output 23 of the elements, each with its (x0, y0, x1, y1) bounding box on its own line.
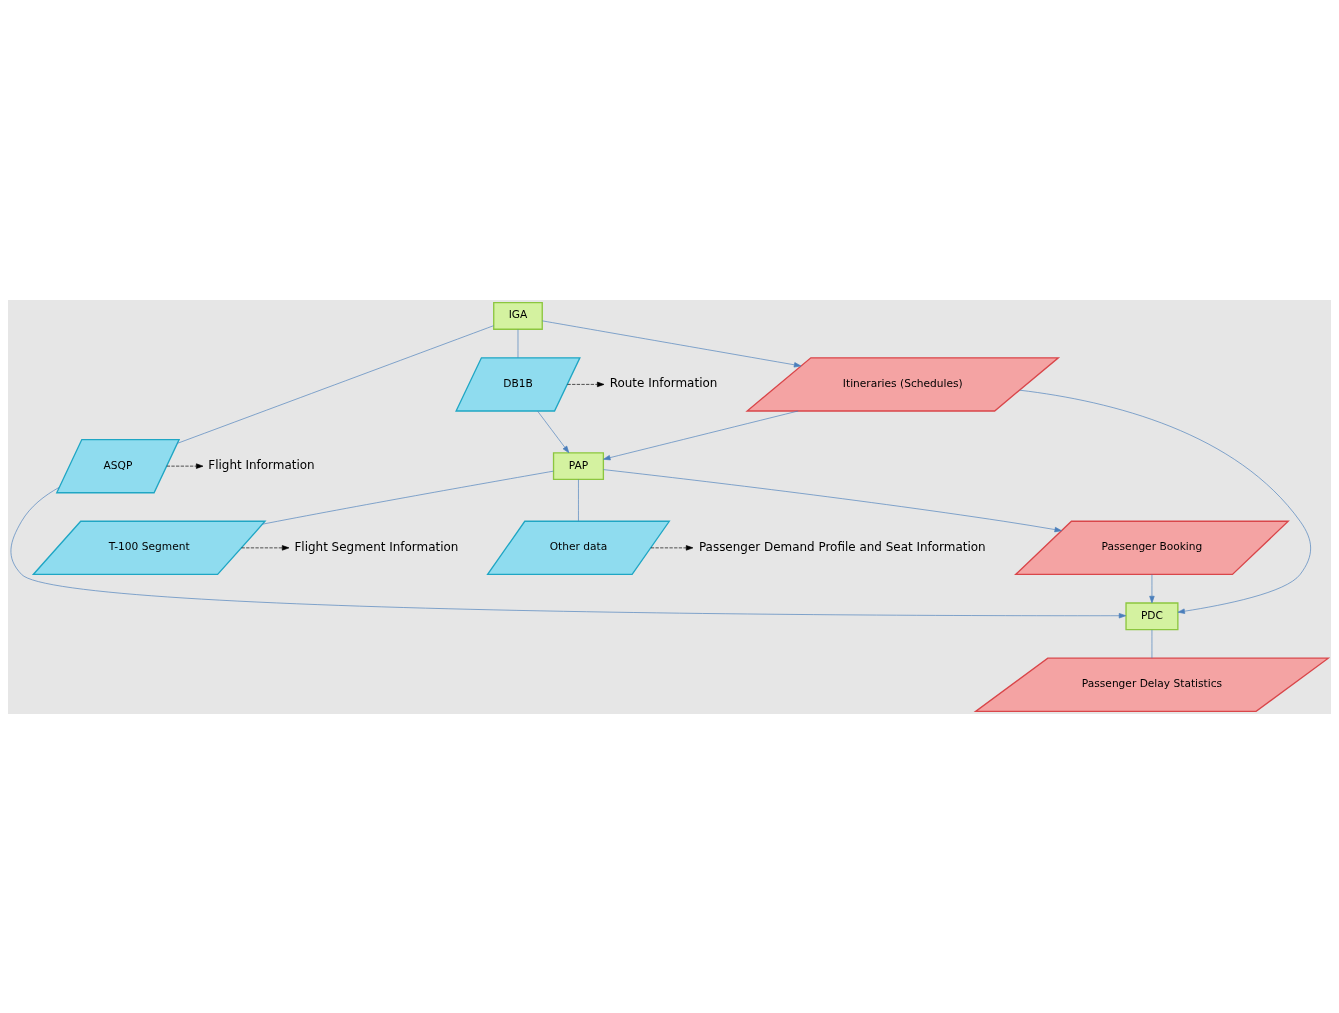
arrow (166, 463, 204, 469)
arrow (542, 320, 802, 367)
node-box: PAP (552, 451, 605, 480)
node-text: Route Information (609, 375, 718, 390)
connector (177, 324, 494, 444)
arrow (650, 544, 694, 551)
node-box: PDC (1125, 601, 1179, 630)
connector (1151, 629, 1153, 658)
arrow (241, 544, 290, 551)
arrow (537, 410, 570, 453)
arrow (567, 381, 605, 387)
arrow (603, 410, 799, 460)
connector (517, 328, 519, 358)
arrow (1149, 573, 1155, 603)
connector (578, 478, 579, 522)
arrow (10, 486, 1127, 618)
node-text: Flight Information (208, 457, 315, 472)
connector (262, 470, 554, 524)
arrow (1019, 389, 1311, 614)
arrow (603, 468, 1062, 532)
node-text: Flight Segment Information (294, 539, 459, 554)
node-text: Passenger Demand Profile and Seat Information (698, 539, 986, 554)
node-box: IGA (493, 301, 543, 330)
